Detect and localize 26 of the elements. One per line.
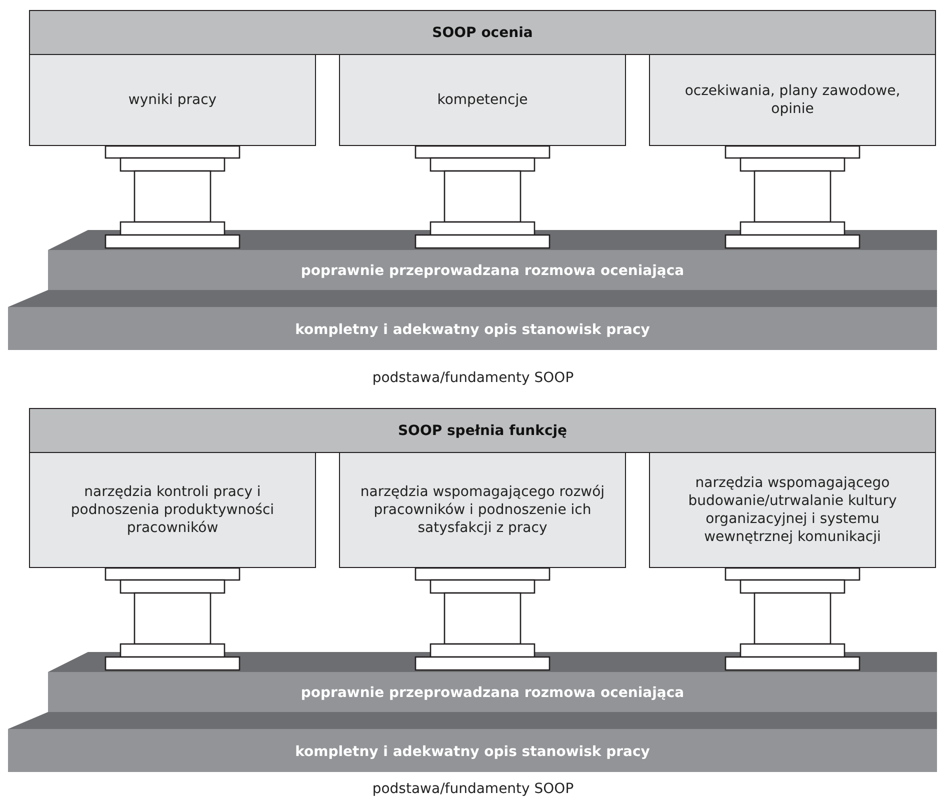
slab-label: poprawnie przeprowadzana rozmowa oceniająca <box>300 263 684 279</box>
foundation-slab <box>8 290 937 350</box>
pillar-head-box <box>649 54 936 146</box>
pillar-head-box <box>339 452 626 568</box>
box-label: narzędzia wspomagającego budowanie/utrwalanie kultury organizacyjnej i systemu wewnętrznej komunikacji <box>687 474 898 546</box>
pillar-head-box <box>649 452 936 568</box>
slab-label: poprawnie przeprowadzana rozmowa oceniająca <box>300 685 684 701</box>
box-label: narzędzia wspomagającego rozwój pracowników i podnoszenie ich satysfakcji z pracy <box>359 482 606 538</box>
roof-title: SOOP spełnia funkcję <box>398 422 568 438</box>
slab-label: kompletny i adekwatny opis stanowisk pracy <box>295 744 650 760</box>
slab-label: kompletny i adekwatny opis stanowisk pracy <box>295 322 650 338</box>
box-label: wyniki pracy <box>128 90 217 110</box>
foundation-slab <box>8 712 937 772</box>
roof-title: SOOP ocenia <box>432 24 533 40</box>
box-label: kompetencje <box>437 90 528 110</box>
pillar-head-box <box>339 54 626 146</box>
caption-text: podstawa/fundamenty SOOP <box>372 370 574 386</box>
box-label: oczekiwania, plany zawodowe, opinie <box>684 82 902 118</box>
caption-text: podstawa/fundamenty SOOP <box>372 781 574 797</box>
roof-band <box>29 10 936 55</box>
pillar-head-box <box>29 452 316 568</box>
foundation-slab <box>48 230 937 290</box>
foundation-slab <box>48 652 937 712</box>
box-label: narzędzia kontroli pracy i podnoszenia produktywności pracowników <box>70 482 276 538</box>
pillar-head-box <box>29 54 316 146</box>
roof-band <box>29 408 936 453</box>
